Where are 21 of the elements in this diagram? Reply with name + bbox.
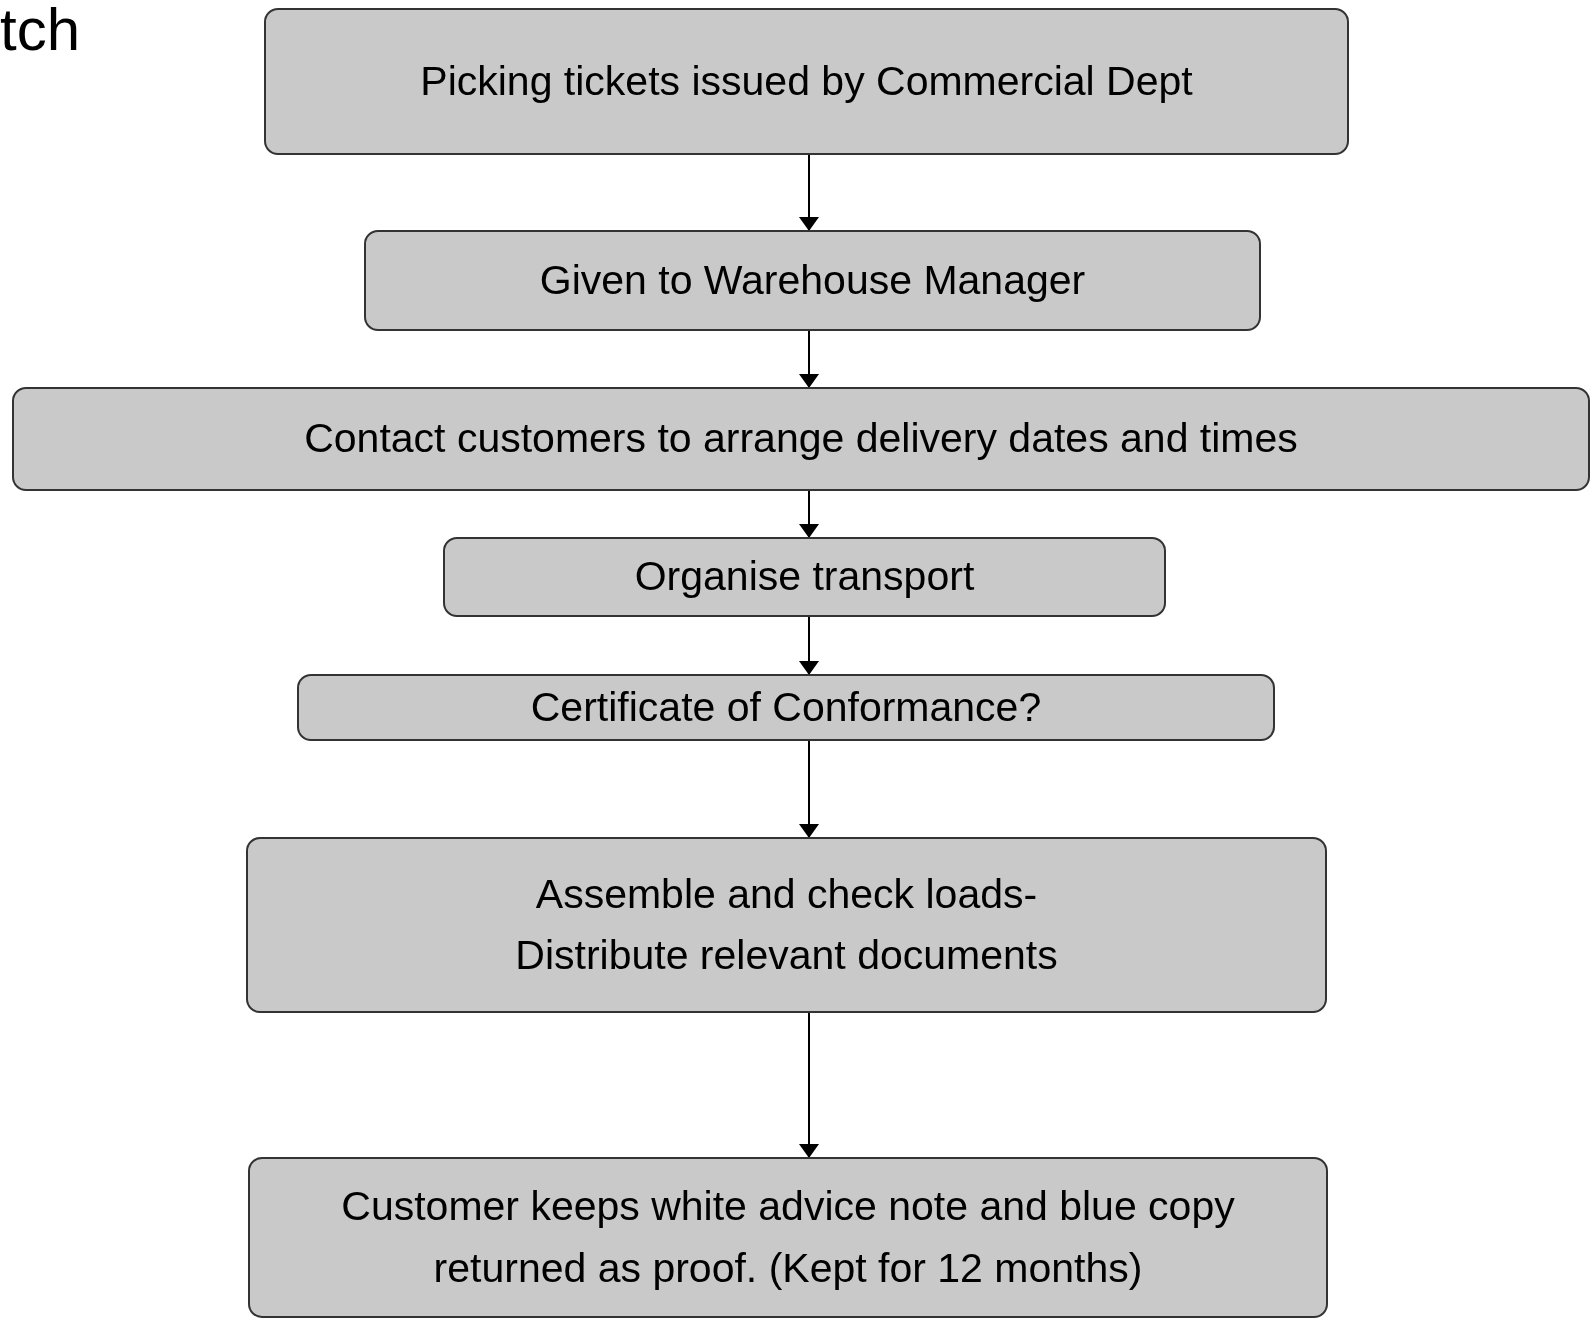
process-box xyxy=(246,837,1327,1013)
arrow xyxy=(799,330,819,388)
arrow xyxy=(799,740,819,838)
arrow xyxy=(799,154,819,231)
box-text: Customer keeps white advice note and blue copy returned as proof. (Kept for 12 months) xyxy=(340,1182,1236,1293)
process-box xyxy=(364,230,1261,331)
box-text: Certificate of Conformance? xyxy=(530,682,1042,732)
process-box xyxy=(12,387,1590,491)
box-text: Contact customers to arrange delivery dates and times xyxy=(304,414,1298,464)
arrow xyxy=(799,490,819,538)
arrow xyxy=(799,616,819,675)
box-text: Picking tickets issued by Commercial Dept xyxy=(420,56,1193,106)
arrow xyxy=(799,1012,819,1158)
title: tch xyxy=(0,0,81,60)
box-text: Organise transport xyxy=(634,552,975,602)
process-box xyxy=(264,8,1349,155)
process-box xyxy=(297,674,1275,741)
box-text: Assemble and check loads- Distribute relevant documents xyxy=(514,869,1059,980)
box-text: Given to Warehouse Manager xyxy=(539,255,1086,305)
process-box xyxy=(248,1157,1328,1318)
process-box xyxy=(443,537,1166,617)
